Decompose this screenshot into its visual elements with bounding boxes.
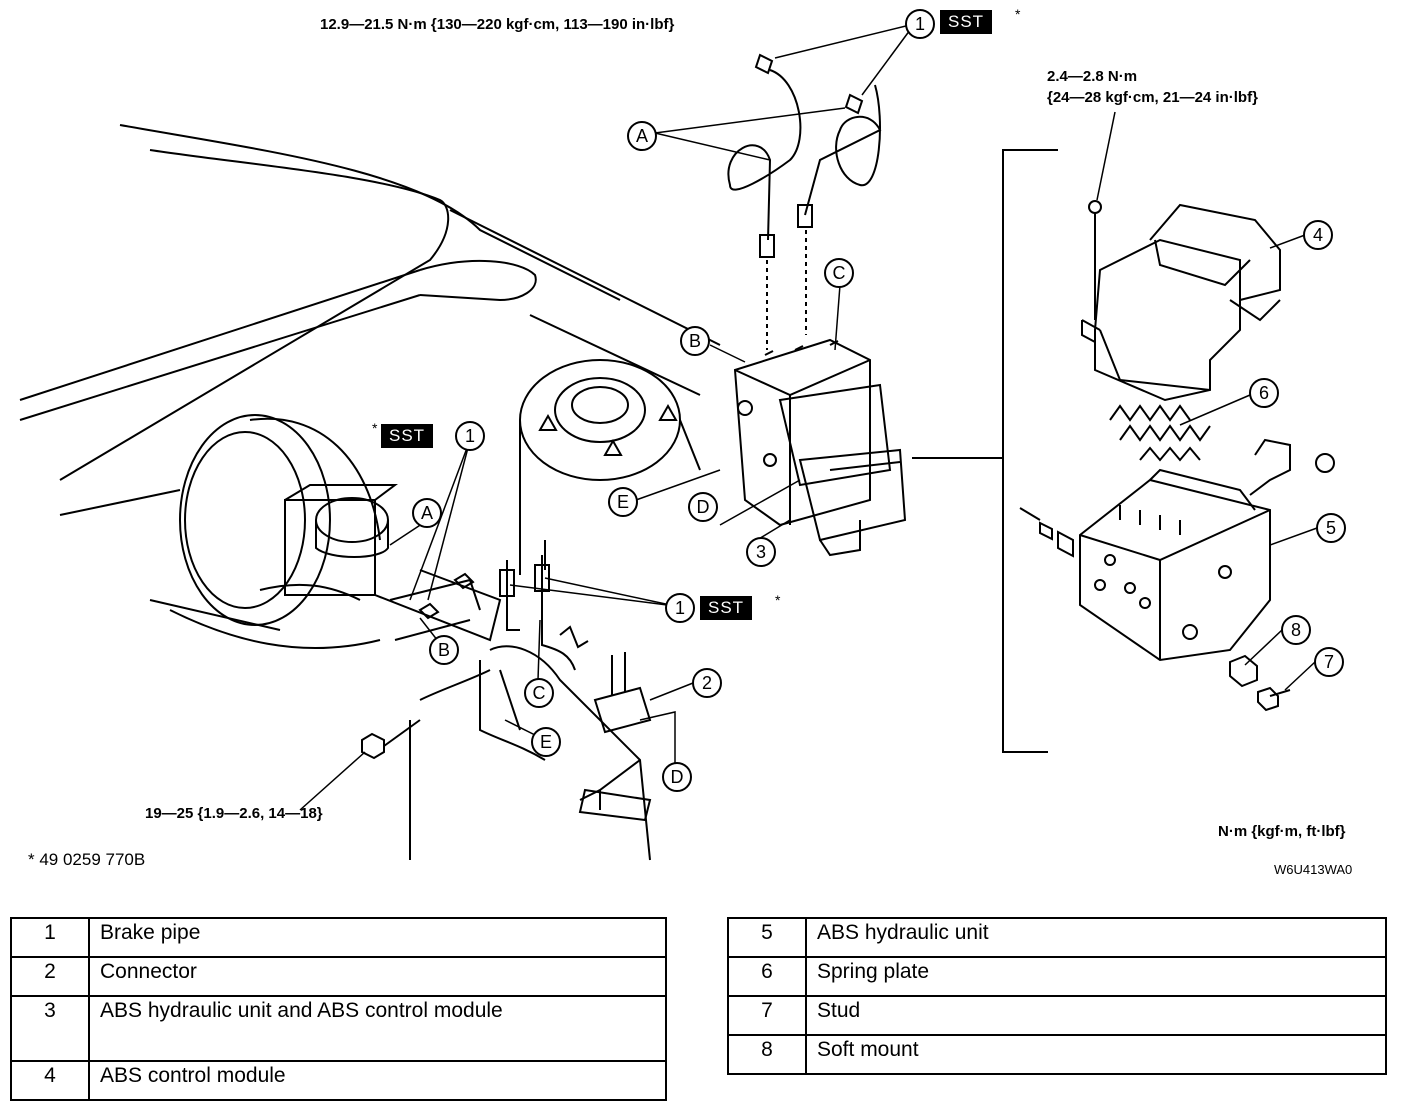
legend-right-body: 5 ABS hydraulic unit 6 Spring plate 7 St…	[727, 917, 1387, 1075]
leader-lines	[299, 24, 1318, 811]
callout-b-left: B	[429, 635, 459, 665]
callout-e-top: E	[608, 487, 638, 517]
sst-asterisk-top: *	[1015, 6, 1021, 22]
vehicle-body-lines	[19, 124, 721, 516]
legend-label: Brake pipe	[88, 917, 667, 958]
legend-label: Soft mount	[805, 1034, 1387, 1075]
callout-2: 2	[692, 668, 722, 698]
table-row: 8 Soft mount	[727, 1034, 1387, 1075]
legend-number: 3	[10, 995, 90, 1062]
bracket-nut-torque-label: 19—25 {1.9—2.6, 14—18}	[145, 805, 323, 822]
sst-tag-bottom: SST	[700, 596, 753, 620]
torque-units-label: N·m {kgf·m, ft·lbf}	[1218, 823, 1346, 840]
legend-number: 5	[727, 917, 807, 958]
legend-number: 8	[727, 1034, 807, 1075]
legend-label: ABS hydraulic unit and ABS control modul…	[88, 995, 667, 1062]
callout-6: 6	[1249, 378, 1279, 408]
callout-7: 7	[1314, 647, 1344, 677]
callout-c-left: C	[524, 678, 554, 708]
callout-b-top: B	[680, 326, 710, 356]
callout-1-top: 1	[905, 9, 935, 39]
brake-pipes-lower-drawing	[409, 540, 651, 861]
table-row: 4 ABS control module	[10, 1060, 667, 1101]
callout-1-left: 1	[455, 421, 485, 451]
callout-e-bottom: E	[531, 727, 561, 757]
sst-tag-left: SST	[381, 424, 434, 448]
table-row: 1 Brake pipe	[10, 917, 667, 958]
abs-control-module-drawing	[1081, 200, 1281, 402]
spring-plate-drawing	[1109, 404, 1211, 462]
callout-d-top: D	[688, 492, 718, 522]
callout-a-top: A	[627, 121, 657, 151]
table-row: 7 Stud	[727, 995, 1387, 1036]
brake-booster-drawing	[149, 414, 381, 650]
callout-1-bottom: 1	[665, 593, 695, 623]
legend-label: ABS control module	[88, 1060, 667, 1101]
legend-label: Connector	[88, 956, 667, 997]
legend-label: ABS hydraulic unit	[805, 917, 1387, 958]
sst-footnote: * 49 0259 770B	[28, 850, 146, 869]
table-row: 5 ABS hydraulic unit	[727, 917, 1387, 958]
abs-assembly-drawing	[733, 338, 907, 557]
callout-5: 5	[1316, 513, 1346, 543]
legend-number: 6	[727, 956, 807, 997]
exploded-view-bracket	[912, 149, 1058, 753]
abs-hydraulic-unit-drawing	[1019, 438, 1335, 662]
module-bolt-torque-line1: 2.4—2.8 N·m	[1047, 68, 1138, 85]
legend-table-left: 1 Brake pipe 2 Connector 3 ABS hydraulic…	[10, 917, 667, 1101]
brake-pipes-top-drawing	[727, 53, 882, 350]
callout-3: 3	[746, 537, 776, 567]
bracket-nut-drawing	[361, 719, 421, 760]
module-bolt-torque-line2: {24—28 kgf·cm, 21—24 in·lbf}	[1047, 89, 1258, 106]
legend-number: 7	[727, 995, 807, 1036]
callout-8: 8	[1281, 615, 1311, 645]
legend-number: 1	[10, 917, 90, 958]
sst-asterisk-left: *	[372, 420, 378, 436]
soft-mount-and-stud-drawing	[1229, 654, 1291, 712]
table-row: 3 ABS hydraulic unit and ABS control mod…	[10, 995, 667, 1062]
legend-left-body: 1 Brake pipe 2 Connector 3 ABS hydraulic…	[10, 917, 667, 1101]
legend-number: 4	[10, 1060, 90, 1101]
legend-label: Stud	[805, 995, 1387, 1036]
callout-a-left: A	[412, 498, 442, 528]
legend-table-right: 5 ABS hydraulic unit 6 Spring plate 7 St…	[727, 917, 1387, 1075]
strut-tower-drawing	[519, 359, 701, 540]
master-cylinder-drawing	[284, 484, 502, 642]
connector-drawing	[578, 652, 652, 822]
sst-tag-top: SST	[940, 10, 993, 34]
callout-4: 4	[1303, 220, 1333, 250]
drawing-code: W6U413WA0	[1274, 862, 1353, 877]
table-row: 2 Connector	[10, 956, 667, 997]
legend-number: 2	[10, 956, 90, 997]
legend-label: Spring plate	[805, 956, 1387, 997]
pipe-flare-torque-label: 12.9—21.5 N·m {130—220 kgf·cm, 113—190 i…	[320, 16, 675, 33]
sst-asterisk-bottom: *	[775, 592, 781, 608]
table-row: 6 Spring plate	[727, 956, 1387, 997]
callout-c-top: C	[824, 258, 854, 288]
callout-d-bottom: D	[662, 762, 692, 792]
